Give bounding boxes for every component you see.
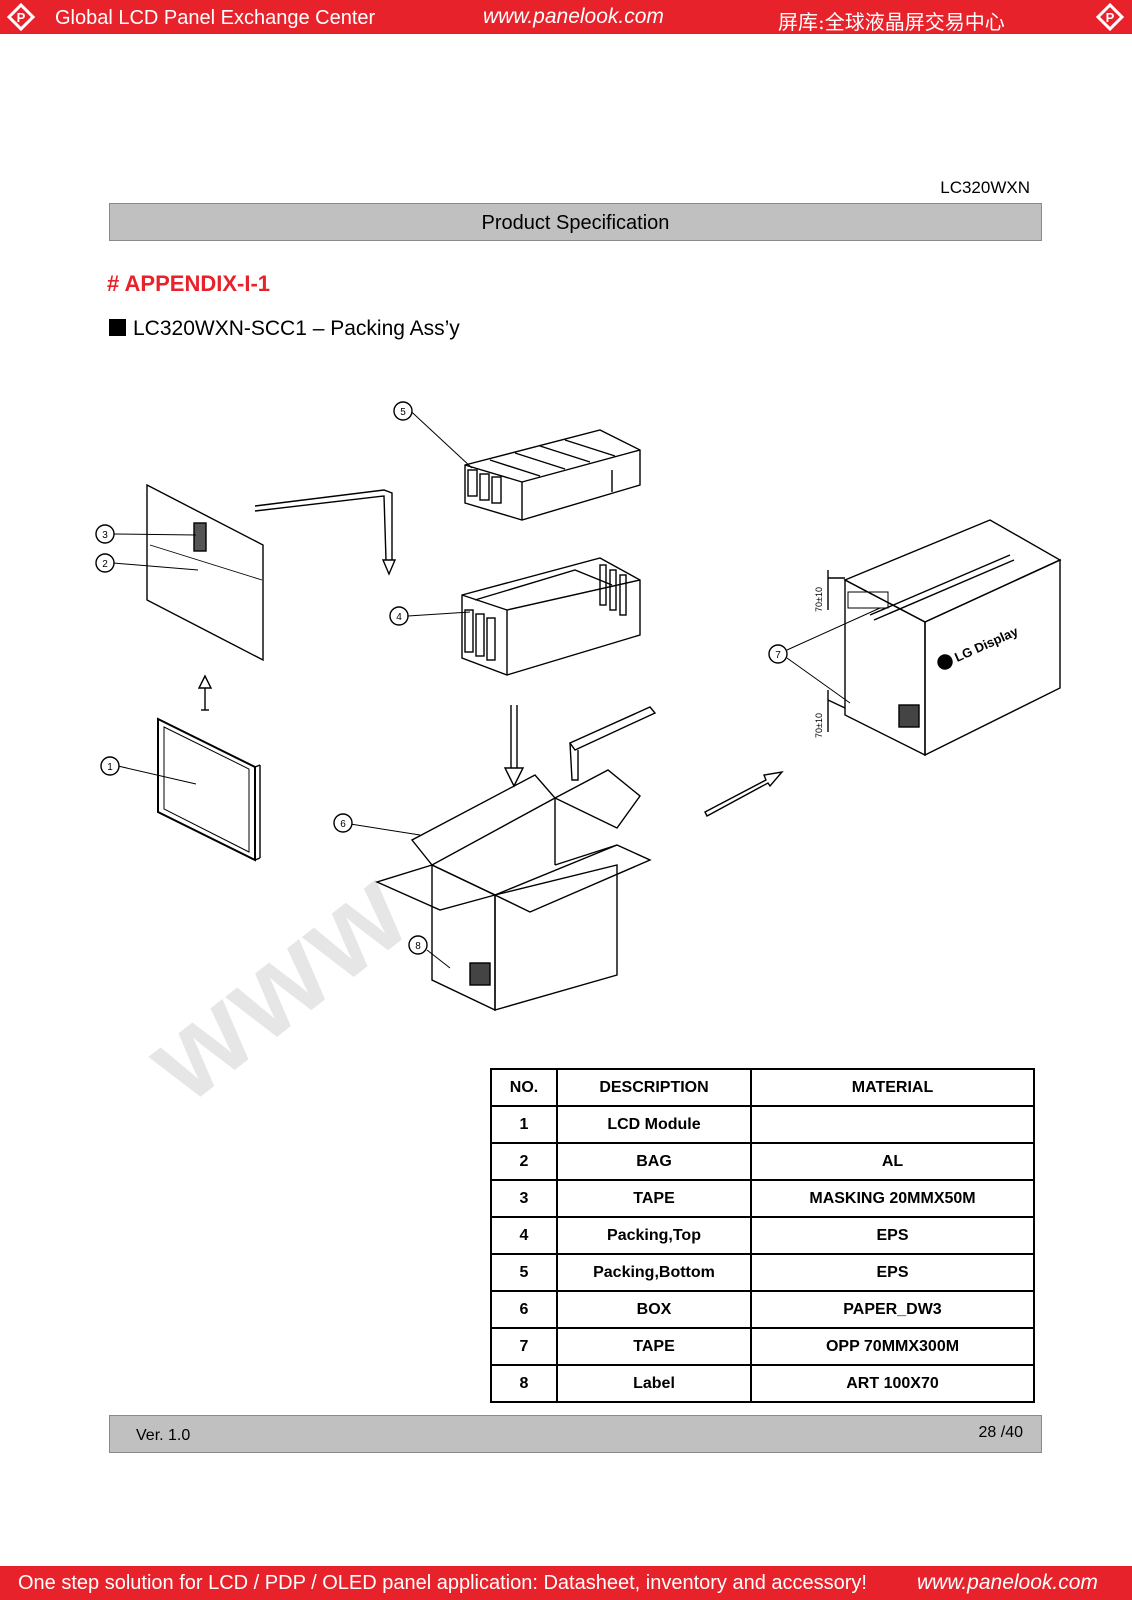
cell-description: BOX <box>556 1290 752 1329</box>
subtitle-text: LC320WXN-SCC1 – Packing Ass’y <box>133 317 460 340</box>
packing-top-drawing <box>461 557 641 676</box>
cell-no: 4 <box>490 1216 558 1255</box>
bottom-banner-url-link[interactable]: www.panelook.com <box>917 1571 1098 1594</box>
cell-material: OPP 70MMX300M <box>750 1327 1035 1366</box>
cell-material <box>750 1105 1035 1144</box>
callout-2: 2 <box>95 553 115 573</box>
svg-text:2: 2 <box>102 559 108 570</box>
svg-text:6: 6 <box>340 819 346 830</box>
svg-text:70±10: 70±10 <box>814 713 824 738</box>
svg-text:LG Display: LG Display <box>952 623 1021 665</box>
cell-no: 7 <box>490 1327 558 1366</box>
cell-description: BAG <box>556 1142 752 1181</box>
page-number: 28 /40 <box>978 1424 1023 1441</box>
lcd-module-drawing <box>157 717 261 862</box>
top-banner: P Global LCD Panel Exchange Center www.p… <box>0 0 1132 34</box>
svg-text:1: 1 <box>107 762 113 773</box>
svg-text:4: 4 <box>396 612 402 623</box>
section-subtitle: LC320WXN-SCC1 – Packing Ass’y <box>109 317 460 341</box>
svg-text:7: 7 <box>775 650 781 661</box>
panelook-logo-icon: P <box>1096 3 1124 31</box>
packing-bottom-drawing <box>464 429 641 521</box>
cell-material: AL <box>750 1142 1035 1181</box>
cell-description: TAPE <box>556 1327 752 1366</box>
table-header-row: NO. DESCRIPTION MATERIAL <box>490 1068 1035 1107</box>
cell-description: Packing,Top <box>556 1216 752 1255</box>
banner-chinese-title: 屏库:全球液晶屏交易中心 <box>778 10 1005 34</box>
cell-no: 6 <box>490 1290 558 1329</box>
svg-text:P: P <box>17 10 26 25</box>
callout-leaders <box>112 402 881 969</box>
cell-material: PAPER_DW3 <box>750 1290 1035 1329</box>
bottom-banner-text: One step solution for LCD / PDP / OLED p… <box>18 1572 867 1594</box>
svg-text:70±10: 70±10 <box>814 587 824 612</box>
callout-5: 5 <box>393 401 413 421</box>
bullet-square-icon <box>109 319 126 336</box>
callout-7: 7 <box>768 644 788 664</box>
callout-3: 3 <box>95 524 115 544</box>
cell-material: ART 100X70 <box>750 1364 1035 1403</box>
cell-description: TAPE <box>556 1179 752 1218</box>
cell-description: Packing,Bottom <box>556 1253 752 1292</box>
arrow-diagonal-icon <box>704 770 784 817</box>
dimension-labels: 70±10 70±10 <box>814 587 824 738</box>
model-number: LC320WXN <box>940 178 1030 197</box>
tape-strip-drawing <box>568 706 657 781</box>
svg-text:5: 5 <box>400 407 406 418</box>
appendix-heading: # APPENDIX-I-1 <box>107 271 271 296</box>
cell-no: 8 <box>490 1364 558 1403</box>
arrow-down-icon <box>503 705 525 788</box>
cell-material: MASKING 20MMX50M <box>750 1179 1035 1218</box>
callout-1: 1 <box>100 756 120 776</box>
cell-no: 1 <box>490 1105 558 1144</box>
version-label: Ver. 1.0 <box>136 1427 191 1444</box>
cell-no: 2 <box>490 1142 558 1181</box>
cell-description: LCD Module <box>556 1105 752 1144</box>
banner-title: Global LCD Panel Exchange Center <box>55 7 376 29</box>
cell-no: 5 <box>490 1253 558 1292</box>
panelook-logo-icon: P <box>7 3 35 31</box>
cell-material: EPS <box>750 1216 1035 1255</box>
arrow-up-icon <box>197 674 213 711</box>
packing-diagram: LG Display 70±10 70±10 1 2 3 4 5 6 7 8 <box>95 401 1062 1012</box>
spec-title: Product Specification <box>481 212 670 234</box>
lg-display-logo: LG Display <box>937 623 1021 670</box>
callout-4: 4 <box>389 606 409 626</box>
header-material: MATERIAL <box>750 1068 1035 1107</box>
open-box-drawing <box>375 769 652 1012</box>
callout-8: 8 <box>408 935 428 955</box>
arrow-bent-icon <box>254 489 397 576</box>
cell-description: Label <box>556 1364 752 1403</box>
cell-material: EPS <box>750 1253 1035 1292</box>
svg-text:8: 8 <box>415 941 421 952</box>
spec-title-band: Product Specification <box>109 203 1042 241</box>
header-no: NO. <box>490 1068 558 1107</box>
svg-text:3: 3 <box>102 530 108 541</box>
callout-6: 6 <box>333 813 353 833</box>
bag-drawing <box>146 483 264 662</box>
header-description: DESCRIPTION <box>556 1068 752 1107</box>
footer-band: Ver. 1.0 28 /40 <box>109 1415 1042 1453</box>
cell-no: 3 <box>490 1179 558 1218</box>
bottom-banner: One step solution for LCD / PDP / OLED p… <box>0 1566 1132 1600</box>
banner-url-link[interactable]: www.panelook.com <box>483 5 664 28</box>
packed-box-drawing <box>827 519 1062 757</box>
svg-text:P: P <box>1106 10 1115 25</box>
